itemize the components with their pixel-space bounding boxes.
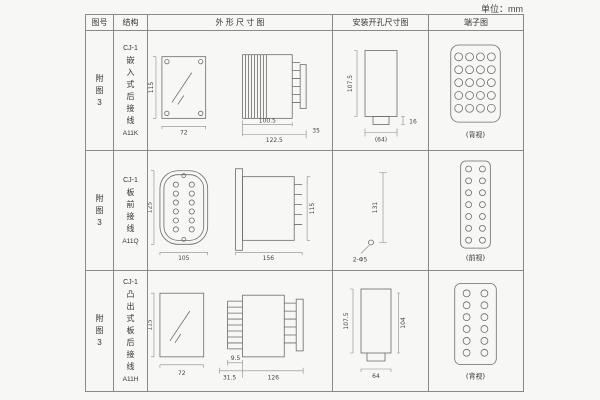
header-install: 安装开孔尺寸图 [333, 15, 429, 31]
install-cell-row3: 107.5 104 64 [333, 271, 429, 391]
dim-label: 16 [409, 119, 417, 126]
dimension-labels: 125 105 156 115 [148, 202, 316, 263]
dim-label: (64) [375, 137, 387, 144]
front-view [159, 170, 209, 245]
structure-cell-row3: CJ-1 凸出式板后接线 A11H [114, 271, 148, 391]
install-cell-row1: 107.5 16 (64) [333, 31, 429, 151]
model-code: A11H [122, 376, 139, 383]
model-code: A11Q [122, 237, 139, 245]
header-structure: 结构 [114, 15, 148, 31]
fig-cell-row2: 附图3 [86, 151, 114, 271]
cutout-shape [360, 288, 392, 362]
dimension-lines [152, 56, 307, 139]
outline-drawing-a11q: 125 105 156 115 [148, 168, 316, 263]
dim-label: 107.5 [343, 312, 350, 329]
fig-label: 附图3 [95, 314, 104, 347]
header-terminal: 端子图 [429, 15, 523, 31]
header-outline: 外 形 尺 寸 图 [148, 15, 333, 31]
structure-desc: 凸出式板后接线 [126, 290, 135, 371]
outline-cell-row2: 125 105 156 115 [148, 151, 333, 271]
header-fig-no: 图号 [86, 15, 114, 31]
dim-label: 105 [178, 255, 190, 262]
dimension-labels: 115 72 100.5 122.5 35 [148, 82, 320, 145]
terminal-block [450, 44, 501, 123]
dim-label: 115 [148, 82, 155, 94]
fig-cell-row1: 附图3 [86, 31, 114, 151]
terminal-drawing-a11h: (背视) [454, 283, 497, 380]
structure-cell-row2: CJ-1 板前接线 A11Q [114, 151, 148, 271]
structure-desc: 嵌入式后接线 [126, 55, 135, 125]
install-drawing-a11h: 107.5 104 64 [343, 288, 407, 380]
structure-cell-row1: CJ-1 嵌入式后接线 A11K [114, 31, 148, 151]
fig-label: 附图3 [95, 73, 104, 107]
dimension-lines [354, 50, 405, 137]
terminal-drawing-a11k: (背视) [450, 44, 501, 139]
dim-label: 35 [312, 127, 320, 134]
dim-label: 72 [180, 129, 188, 136]
spec-table: 图号 结构 外 形 尺 寸 图 安装开孔尺寸图 端子图 附图3 CJ-1 嵌入式… [85, 14, 524, 392]
model-code: A11K [122, 129, 139, 137]
dim-label: 115 [309, 203, 316, 215]
dim-label: 126 [268, 375, 280, 382]
terminal-block [460, 160, 491, 249]
view-label: (背视) [466, 130, 486, 139]
dimension-lines [150, 170, 311, 256]
dimension-lines [360, 172, 387, 254]
dimension-lines [150, 292, 304, 378]
dim-label: 125 [148, 202, 153, 214]
install-cell-row2: 131 2-Φ5 [333, 151, 429, 271]
dim-label: 115 [148, 319, 153, 331]
view-label: (前视) [466, 253, 486, 262]
terminal-cell-row3: (背视) [429, 271, 523, 391]
dim-label: 100.5 [259, 117, 276, 124]
outline-drawing-a11h: 115 72 9.5 31.5 126 [148, 292, 304, 382]
mounting-hole [368, 239, 374, 246]
fig-label: 附图3 [95, 193, 104, 227]
model-label: CJ-1 [123, 279, 138, 286]
terminal-cell-row2: (前视) [429, 151, 523, 271]
front-view [159, 292, 205, 358]
unit-label: 单位：mm [481, 4, 523, 14]
terminal-block [454, 283, 497, 366]
dim-label: 72 [178, 370, 186, 377]
dim-label: 9.5 [231, 355, 241, 362]
model-label: CJ-1 [123, 44, 138, 52]
dim-label: 2-Φ5 [353, 257, 368, 264]
dim-label: 107.5 [347, 75, 354, 92]
side-view [227, 294, 304, 358]
dimension-lines [350, 288, 400, 372]
install-drawing-a11q: 131 2-Φ5 [353, 172, 387, 264]
dim-label: 122.5 [266, 137, 283, 144]
fig-cell-row3: 附图3 [86, 271, 114, 391]
dimension-labels: 115 72 9.5 31.5 126 [148, 319, 279, 382]
dim-label: 64 [372, 373, 380, 380]
structure-desc: 板前接线 [126, 187, 135, 233]
side-view [242, 54, 307, 119]
cutout-shape [364, 50, 398, 125]
dim-label: 104 [400, 317, 407, 329]
side-view [235, 168, 303, 251]
terminal-drawing-a11q: (前视) [460, 160, 491, 262]
install-drawing-a11k: 107.5 16 (64) [347, 50, 417, 144]
outline-drawing-a11k: 115 72 100.5 122.5 35 [148, 54, 320, 145]
dim-label: 156 [263, 255, 275, 262]
outline-cell-row3: 115 72 9.5 31.5 126 [148, 271, 333, 391]
dim-label: 131 [372, 202, 379, 214]
view-label: (背视) [466, 371, 486, 380]
dim-label: 31.5 [223, 375, 236, 382]
model-label: CJ-1 [123, 176, 138, 184]
terminal-cell-row1: (背视) [429, 31, 523, 151]
outline-cell-row1: 115 72 100.5 122.5 35 [148, 31, 333, 151]
front-view [161, 56, 207, 119]
